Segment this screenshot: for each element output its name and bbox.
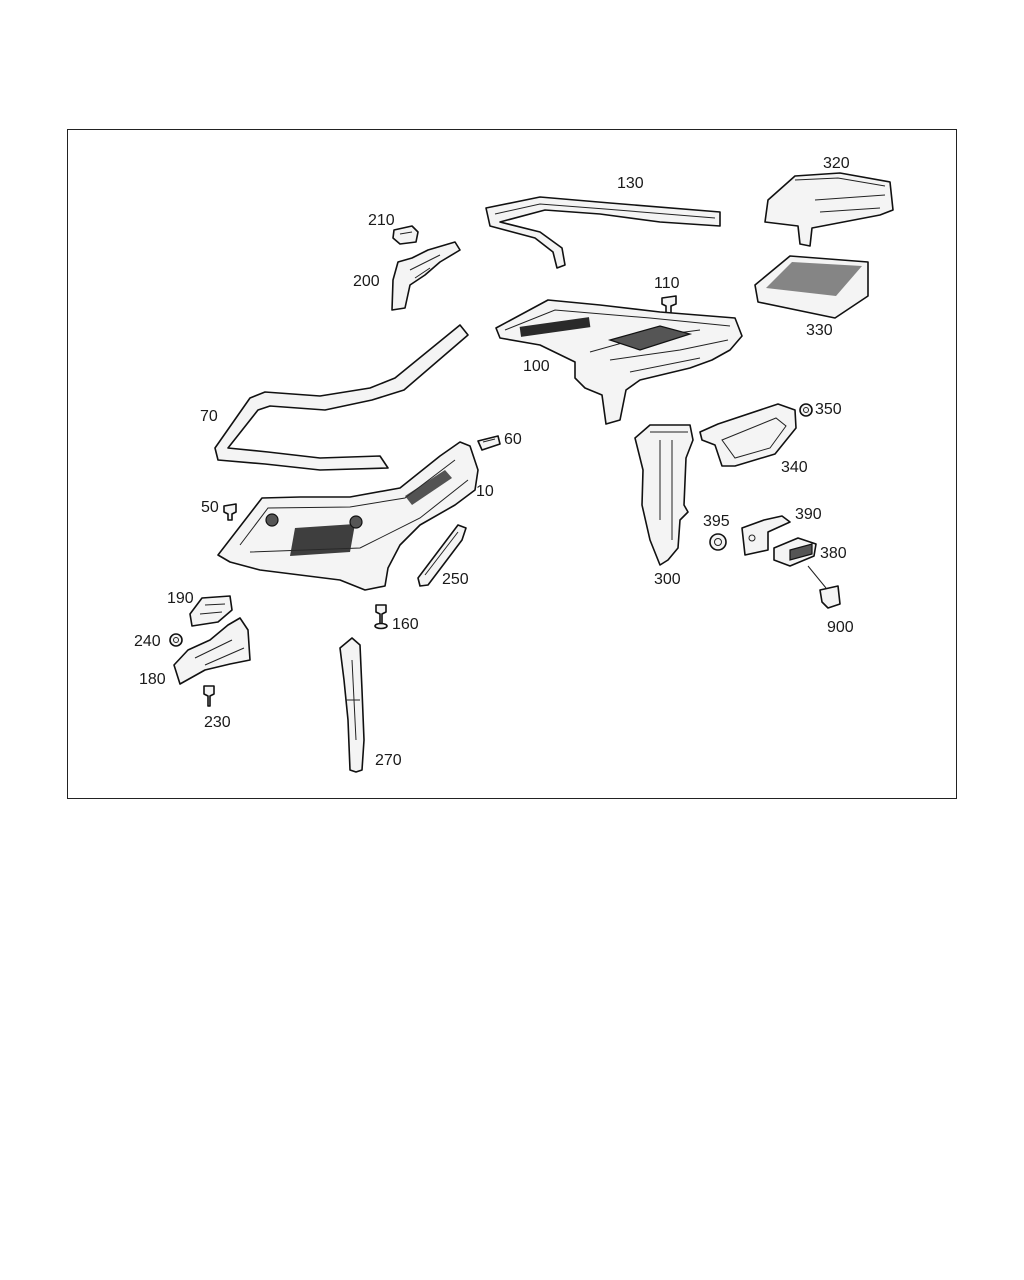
callout-270: 270 — [375, 752, 402, 769]
callout-160: 160 — [392, 616, 419, 633]
callout-10: 10 — [476, 483, 494, 500]
callout-350: 350 — [815, 401, 842, 418]
part-300-duct[interactable] — [634, 424, 694, 566]
part-160-screw[interactable] — [374, 604, 388, 630]
callout-250: 250 — [442, 571, 469, 588]
part-110-clip[interactable] — [661, 295, 677, 315]
callout-320: 320 — [823, 155, 850, 172]
callout-240: 240 — [134, 633, 161, 650]
callout-180: 180 — [139, 671, 166, 688]
callout-330: 330 — [806, 322, 833, 339]
part-320-cover[interactable] — [764, 172, 894, 247]
callout-130: 130 — [617, 175, 644, 192]
part-50-clip[interactable] — [223, 503, 237, 521]
callout-190: 190 — [167, 590, 194, 607]
part-250-strip[interactable] — [417, 524, 467, 587]
part-190-bracket[interactable] — [189, 595, 233, 627]
part-395-grommet[interactable] — [709, 533, 727, 551]
part-340-frame[interactable] — [699, 403, 797, 467]
part-180-bracket[interactable] — [173, 617, 251, 685]
part-390-bracket[interactable] — [741, 515, 791, 556]
part-60-clip[interactable] — [477, 435, 501, 451]
part-240-nut[interactable] — [169, 633, 183, 647]
callout-100: 100 — [523, 358, 550, 375]
callout-395: 395 — [703, 513, 730, 530]
callout-200: 200 — [353, 273, 380, 290]
part-380-sensor[interactable] — [773, 537, 817, 567]
callout-210: 210 — [368, 212, 395, 229]
part-130-seal[interactable] — [485, 196, 721, 269]
callout-900: 900 — [827, 619, 854, 636]
callout-50: 50 — [201, 499, 219, 516]
part-350-nut[interactable] — [799, 403, 813, 417]
callout-340: 340 — [781, 459, 808, 476]
callout-60: 60 — [504, 431, 522, 448]
callout-70: 70 — [200, 408, 218, 425]
part-70-seal[interactable] — [214, 324, 469, 471]
part-100-housing[interactable] — [495, 299, 743, 425]
part-210-clip[interactable] — [392, 225, 419, 245]
callout-300: 300 — [654, 571, 681, 588]
part-200-bracket[interactable] — [391, 241, 461, 311]
part-230-screw[interactable] — [203, 685, 215, 707]
callout-110: 110 — [654, 275, 680, 292]
callout-230: 230 — [204, 714, 231, 731]
part-900-module[interactable] — [807, 565, 841, 609]
callout-390: 390 — [795, 506, 822, 523]
callout-380: 380 — [820, 545, 847, 562]
part-330-filter[interactable] — [754, 255, 869, 319]
part-10-cowl[interactable] — [217, 441, 479, 591]
part-270-trim[interactable] — [339, 637, 365, 773]
